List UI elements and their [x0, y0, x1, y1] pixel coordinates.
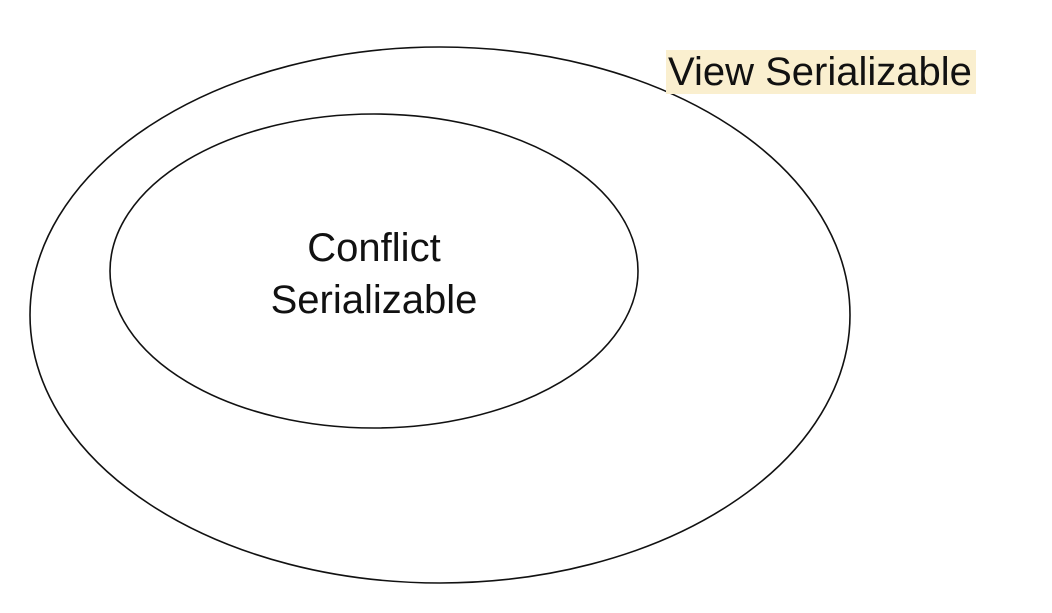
- view-serializable-label: View Serializable: [666, 50, 976, 94]
- conflict-serializable-label-line-2: Serializable: [270, 278, 478, 322]
- view-serializable-ellipse: [29, 46, 851, 584]
- conflict-serializable-label: Conflict Serializable: [204, 222, 544, 326]
- conflict-serializable-ellipse: [109, 113, 639, 429]
- conflict-serializable-label-line-1: Conflict: [307, 226, 441, 270]
- view-serializable-label-text: View Serializable: [666, 50, 976, 94]
